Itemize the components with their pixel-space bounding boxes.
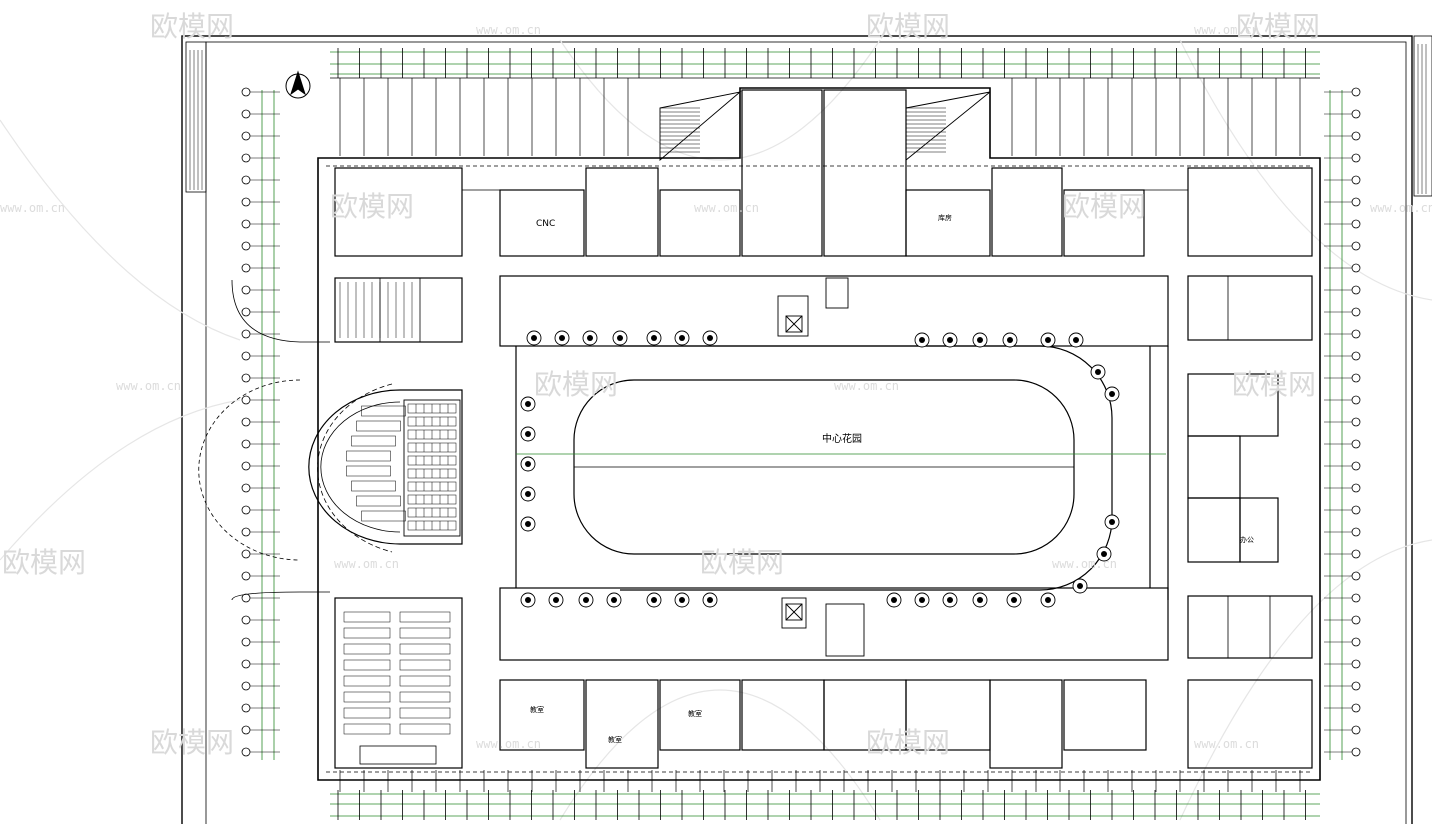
top-wing-rooms <box>334 89 1313 257</box>
watermark-url: www.om.cn <box>476 737 541 751</box>
watermark-url: www.om.cn <box>1194 23 1259 37</box>
auditorium-seating <box>346 403 457 531</box>
central-garden <box>516 345 1166 591</box>
stair-cores <box>777 277 865 657</box>
watermark-url: www.om.cn <box>0 201 65 215</box>
watermark-brand: 欧模网 <box>866 10 950 43</box>
courtyard-corridors <box>499 275 1169 661</box>
watermark-url: www.om.cn <box>116 379 181 393</box>
left-axis-bubbles <box>241 87 280 757</box>
watermark-brand: 欧模网 <box>1232 368 1316 401</box>
stair-hatch <box>660 107 946 153</box>
right-wing <box>1187 275 1313 659</box>
left-wing-hatch <box>339 282 451 735</box>
watermark-url: www.om.cn <box>476 23 541 37</box>
top-ticks <box>337 48 1306 78</box>
watermark-brand: 欧模网 <box>700 546 784 579</box>
watermark-brand: 欧模网 <box>866 726 950 759</box>
bottom-ticks <box>337 790 1306 820</box>
watermark-url: www.om.cn <box>334 557 399 571</box>
watermark-brand: 欧模网 <box>330 190 414 223</box>
watermark-group: 欧模网 欧模网 欧模网 欧模网 欧模网 欧模网 欧模网 欧模网 欧模网 欧模网 … <box>0 10 1432 759</box>
watermark-url: www.om.cn <box>1370 201 1432 215</box>
parking-bottom <box>339 770 1301 792</box>
room-label-office: 办公 <box>1240 535 1254 544</box>
watermark-brand: 欧模网 <box>2 546 86 579</box>
auditorium <box>308 383 463 553</box>
watermark-url: www.om.cn <box>694 201 759 215</box>
room-label-classroom-c: 教室 <box>688 709 702 718</box>
parking-top <box>330 77 1320 156</box>
watermark-brand: 欧模网 <box>150 726 234 759</box>
watermark-brand: 欧模网 <box>534 368 618 401</box>
site-roads <box>198 279 330 601</box>
north-arrow-icon <box>285 70 311 99</box>
room-label-cnc: CNC <box>536 219 555 229</box>
watermark-brand: 欧模网 <box>1236 10 1320 43</box>
watermark-url: www.om.cn <box>1052 557 1117 571</box>
sheet-border <box>181 35 1432 824</box>
watermark-brand: 欧模网 <box>150 10 234 43</box>
right-axis-bubbles <box>1324 87 1361 757</box>
bottom-wing-rooms <box>499 679 1313 769</box>
room-label-central-garden: 中心花园 <box>822 432 862 445</box>
building-outline <box>317 87 1321 781</box>
stair-ramps <box>659 91 991 161</box>
trees <box>520 330 1120 608</box>
watermark-arcs <box>0 39 1432 821</box>
left-wing <box>334 277 463 769</box>
room-label-storage: 库房 <box>938 213 952 222</box>
room-label-classroom-a: 教室 <box>530 705 544 714</box>
watermark-url: www.om.cn <box>834 379 899 393</box>
watermark-brand: 欧模网 <box>1062 190 1146 223</box>
watermark-url: www.om.cn <box>1194 737 1259 751</box>
room-label-classroom-b: 教室 <box>608 735 622 744</box>
